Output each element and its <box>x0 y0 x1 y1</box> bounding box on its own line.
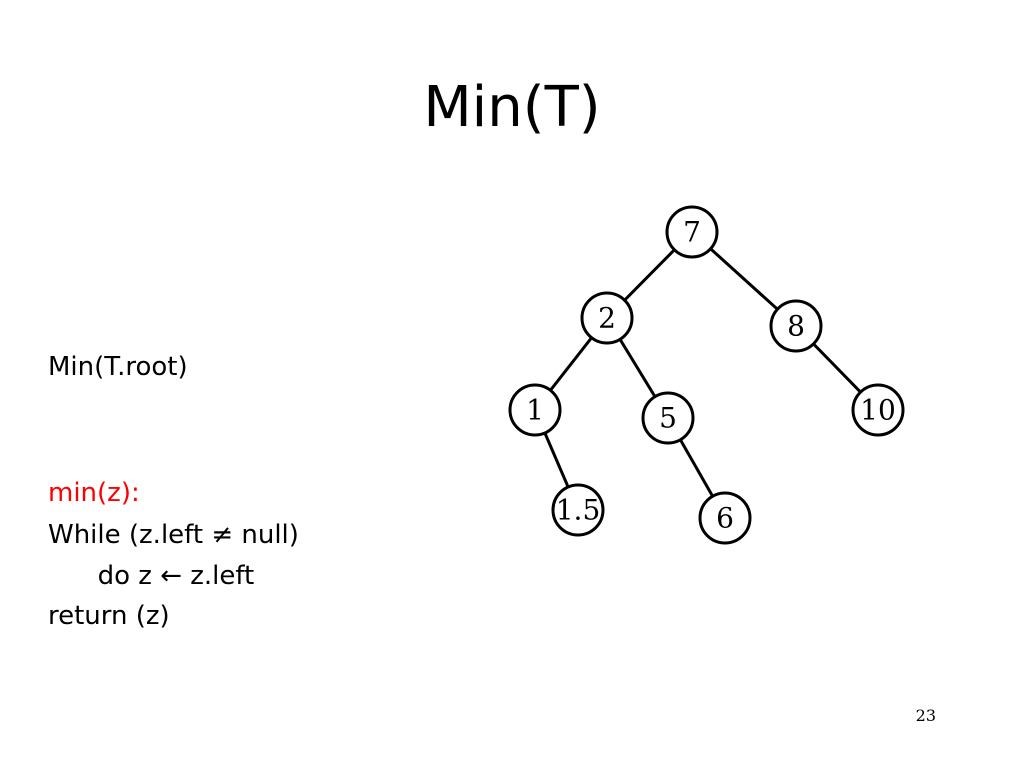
tree-node-n1: 1 <box>508 383 562 437</box>
tree-node-label: 1 <box>526 394 544 427</box>
tree-node-label: 6 <box>716 502 734 535</box>
tree-node-circle <box>641 391 695 445</box>
min-call-text: Min(T.root) <box>48 352 188 382</box>
tree-node-label: 10 <box>860 394 896 427</box>
tree-node-label: 2 <box>598 302 616 335</box>
tree-node-circle <box>551 483 605 537</box>
code-line-while: While (z.left ≠ null) <box>48 520 299 550</box>
tree-node-label: 8 <box>787 310 805 343</box>
tree-node-circle <box>665 205 719 259</box>
tree-node-circle <box>508 383 562 437</box>
tree-node-n6: 6 <box>698 491 752 545</box>
code-line-return: return (z) <box>48 601 170 631</box>
function-label: min(z): <box>48 478 140 508</box>
tree-node-n7: 7 <box>665 205 719 259</box>
tree-node-n2: 2 <box>580 291 634 345</box>
slide-title: Min(T) <box>423 75 601 140</box>
tree-nodes: 7 2 8 1 5 10 1.5 6 <box>508 205 905 545</box>
tree-node-circle <box>580 291 634 345</box>
tree-node-label: 1.5 <box>556 494 601 527</box>
tree-node-label: 7 <box>683 216 701 249</box>
tree-node-n5: 5 <box>641 391 695 445</box>
tree-node-circle <box>698 491 752 545</box>
tree-edges <box>533 230 880 519</box>
tree-node-label: 5 <box>659 402 677 435</box>
tree-node-circle <box>769 299 823 353</box>
tree-node-n8: 8 <box>769 299 823 353</box>
tree-node-n10: 10 <box>851 383 905 437</box>
code-line-assign: do z ← z.left <box>48 561 255 591</box>
tree-node-circle <box>851 383 905 437</box>
tree-node-n1_5: 1.5 <box>551 483 605 537</box>
slide-number: 23 <box>915 706 936 725</box>
